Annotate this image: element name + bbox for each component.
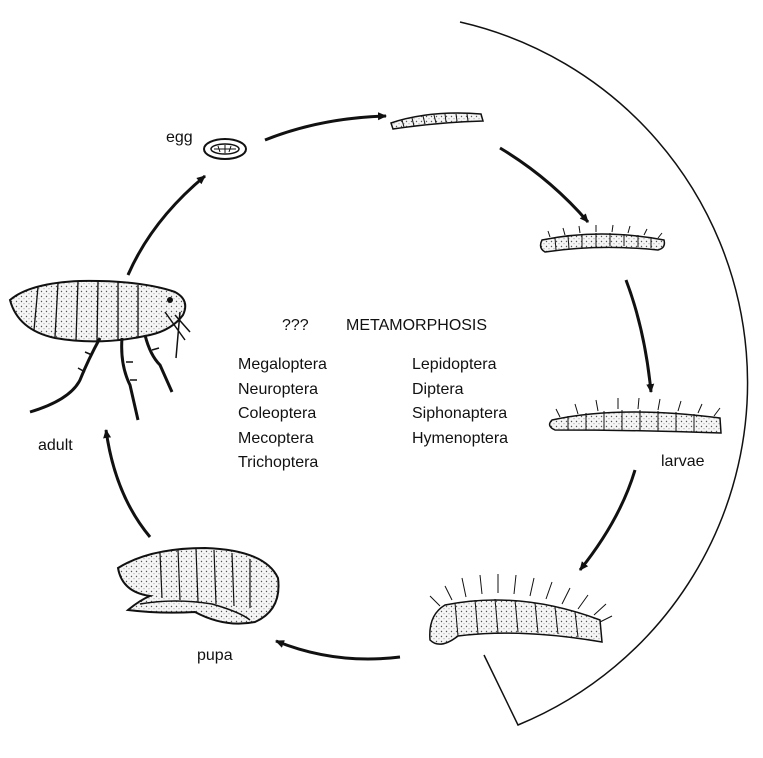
- order-name: Neuroptera: [238, 380, 319, 398]
- cycle-arrows: [103, 112, 655, 661]
- arrow-egg-to-larva: [264, 112, 387, 142]
- larva-illustration-1: [390, 112, 484, 130]
- arrow-larva-3-to-4: [578, 469, 637, 571]
- egg-label: egg: [166, 129, 193, 146]
- orders-left-list: Megaloptera Neuroptera Coleoptera Mecopt…: [238, 353, 327, 476]
- arrow-larva-to-pupa: [275, 639, 401, 661]
- adult-flea-illustration: [8, 279, 191, 421]
- larva-illustration-2: [539, 224, 666, 253]
- arrow-larva-1-to-2: [499, 146, 590, 223]
- adult-label: adult: [38, 437, 73, 454]
- orders-right-list: Lepidoptera Diptera Siphonaptera Hymenop…: [412, 353, 508, 451]
- arrow-larva-2-to-3: [624, 279, 655, 393]
- order-name: Mecoptera: [238, 429, 314, 447]
- larva-illustration-3: [548, 397, 722, 434]
- egg-illustration: [203, 138, 247, 160]
- pupa-illustration: [116, 546, 280, 625]
- larva-illustration-4: [429, 574, 613, 645]
- pupa-label: pupa: [197, 647, 233, 664]
- larval-stage-bracket: [459, 21, 749, 726]
- order-name: Lepidoptera: [412, 356, 497, 373]
- arrow-pupa-to-adult: [103, 429, 152, 538]
- diagram-title: METAMORPHOSIS: [346, 317, 488, 334]
- order-name: Trichoptera: [238, 454, 319, 471]
- arrow-adult-to-egg: [126, 174, 206, 276]
- order-name: Megaloptera: [238, 356, 327, 373]
- order-name: Siphonaptera: [412, 405, 508, 422]
- order-name: Diptera: [412, 380, 464, 398]
- question-marks: ???: [282, 317, 309, 334]
- order-name: Coleoptera: [238, 405, 317, 422]
- order-name: Hymenoptera: [412, 429, 509, 447]
- larvae-label: larvae: [661, 453, 705, 470]
